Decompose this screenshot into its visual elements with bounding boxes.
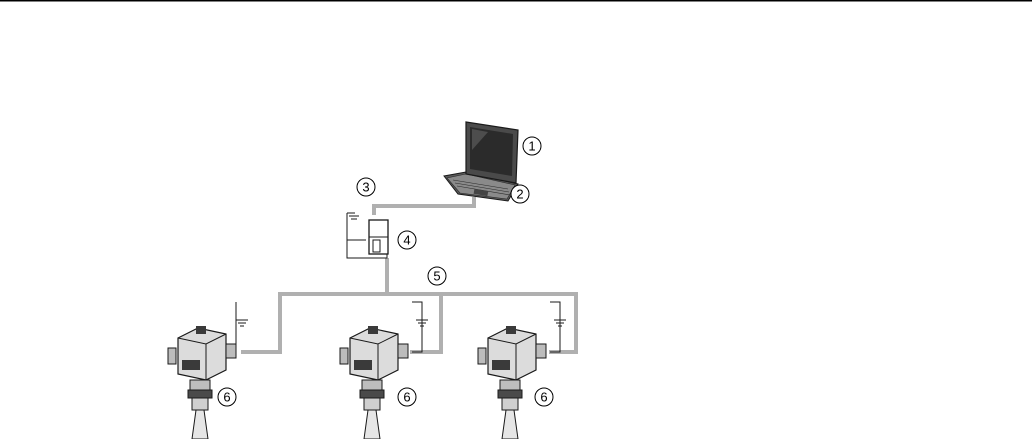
radar-antenna-icon (192, 410, 208, 439)
callout-6-label: 6 (223, 390, 230, 405)
callout-2: 2 (511, 185, 529, 203)
field-device-icon (478, 302, 566, 439)
callout-3: 3 (357, 178, 375, 196)
callout-6-device-2: 6 (398, 388, 416, 406)
link-cable (374, 197, 474, 215)
radar-antenna-icon (364, 410, 380, 439)
field-device-icon (340, 302, 428, 439)
callout-4: 4 (398, 231, 416, 249)
callout-6-label: 6 (540, 390, 547, 405)
callout-1: 1 (523, 137, 541, 155)
cables (241, 197, 576, 352)
laptop-icon (444, 122, 518, 201)
field-device-icon (168, 302, 248, 439)
bus-module (347, 213, 388, 258)
callout-3-label: 3 (362, 180, 369, 195)
callout-6-label: 6 (403, 390, 410, 405)
callout-6-device-1: 6 (218, 388, 236, 406)
callout-4-label: 4 (403, 233, 410, 248)
callout-5: 5 (428, 267, 446, 285)
ground-symbol-icon (347, 213, 359, 219)
callout-5-label: 5 (433, 269, 440, 284)
callout-2-label: 2 (516, 187, 523, 202)
radar-antenna-icon (502, 410, 518, 439)
callout-6-device-3: 6 (535, 388, 553, 406)
callout-1-label: 1 (528, 139, 535, 154)
